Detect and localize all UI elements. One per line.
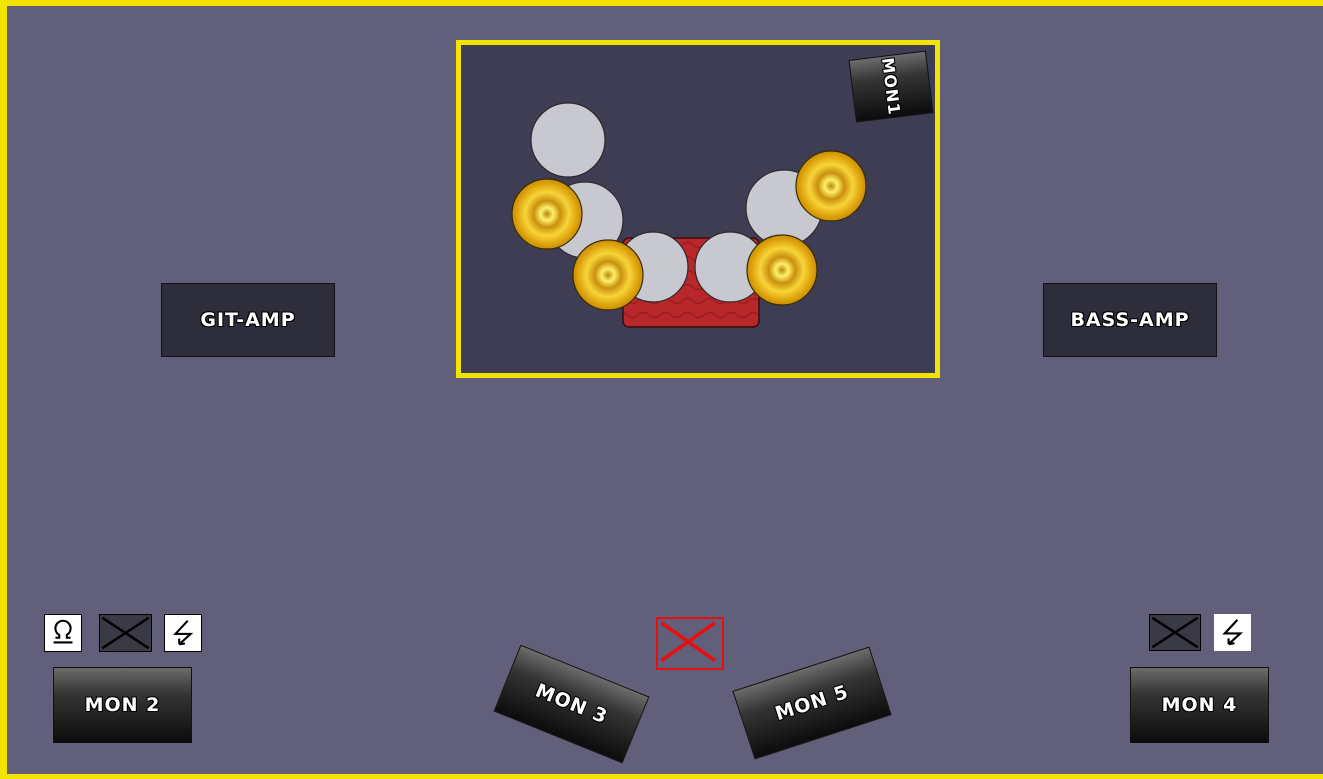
guitar-amp-label: GIT-AMP — [200, 309, 295, 331]
monitor-4: MON 4 — [1130, 667, 1269, 743]
xlr-crossed-icon-right — [1149, 614, 1201, 651]
cymbal-crash-right — [796, 151, 866, 221]
monitor-1: MON1 — [848, 50, 933, 122]
red-cross-marker-icon — [656, 617, 724, 670]
bass-amp-label: BASS-AMP — [1070, 309, 1189, 331]
monitor-1-label: MON1 — [878, 57, 904, 117]
monitor-4-label: MON 4 — [1162, 694, 1238, 716]
cymbal-hihat — [573, 240, 643, 310]
monitor-2-label: MON 2 — [85, 694, 161, 716]
power-lightning-icon — [164, 614, 202, 652]
guitar-amp: GIT-AMP — [161, 283, 335, 357]
power-lightning-icon-right — [1214, 614, 1251, 651]
monitor-2: MON 2 — [53, 667, 192, 743]
omega-outlet-icon — [44, 614, 82, 652]
cymbal-ride — [747, 235, 817, 305]
cymbal-crash-left — [512, 179, 582, 249]
bass-amp: BASS-AMP — [1043, 283, 1217, 357]
monitor-3-label: MON 3 — [532, 680, 611, 729]
drum-floor-tom — [531, 103, 605, 177]
monitor-5-label: MON 5 — [773, 681, 852, 725]
xlr-crossed-icon — [99, 614, 152, 652]
